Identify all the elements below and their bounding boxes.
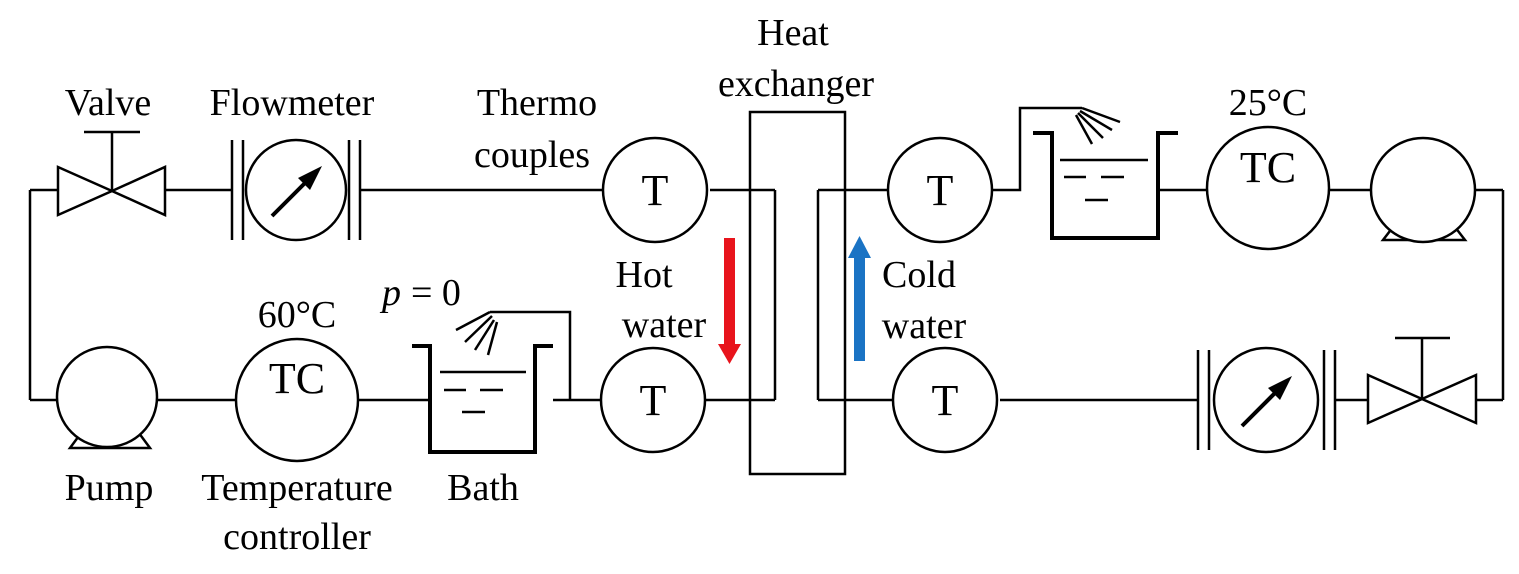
thermocouples-label-line2: couples xyxy=(474,134,590,176)
flowmeter-label: Flowmeter xyxy=(210,82,375,124)
pump-label: Pump xyxy=(65,467,154,509)
bath-icon xyxy=(1033,106,1178,240)
cold-setpoint-label: 25°C xyxy=(1229,82,1308,124)
thermocouple-symbol: T xyxy=(927,166,954,215)
thermocouple-symbol: T xyxy=(640,376,667,425)
heat-exchanger-label-line1: Heat xyxy=(757,12,829,54)
pump-icon xyxy=(55,345,159,450)
hot-water-label-line1: Hot xyxy=(616,254,673,296)
heat-exchanger-icon xyxy=(748,110,847,476)
temperature-controller-label-line1: Temperature xyxy=(201,467,392,509)
thermocouples-label-line1: Thermo xyxy=(477,82,597,124)
thermocouple-icon: T xyxy=(599,346,707,454)
pump-icon xyxy=(1369,136,1477,244)
temperature-controller-label-line2: controller xyxy=(223,516,371,558)
temperature-controller-icon: TC xyxy=(1205,125,1331,251)
tc-symbol-cold: TC xyxy=(1240,143,1296,192)
valve-icon xyxy=(1366,336,1478,425)
cold-flow-arrow-icon xyxy=(848,236,871,361)
cold-water-label-line2: water xyxy=(882,305,967,347)
bath-label: Bath xyxy=(447,467,519,509)
heat-exchanger-label-line2: exchanger xyxy=(718,63,874,105)
valve-label: Valve xyxy=(65,82,152,124)
hot-setpoint-label: 60°C xyxy=(258,294,337,336)
cold-water-label-line1: Cold xyxy=(882,254,956,296)
tc-symbol-hot: TC xyxy=(269,354,325,403)
hot-water-label-line2: water xyxy=(622,304,707,346)
thermocouple-icon: T xyxy=(886,136,994,244)
thermocouple-icon: T xyxy=(601,136,709,244)
thermocouple-symbol: T xyxy=(642,166,669,215)
temperature-controller-icon: TC xyxy=(234,337,360,463)
thermocouple-icon: T xyxy=(891,346,999,454)
flowmeter-icon xyxy=(1196,346,1337,454)
pressure-label: p= 0 xyxy=(379,272,461,314)
hot-flow-arrow-icon xyxy=(718,238,741,364)
flowmeter-icon xyxy=(230,138,362,242)
bath-icon xyxy=(412,310,553,454)
pressure-variable: p xyxy=(379,272,401,314)
valve-icon xyxy=(56,130,167,217)
thermocouple-symbol: T xyxy=(932,376,959,425)
pressure-equation: = 0 xyxy=(411,272,461,314)
